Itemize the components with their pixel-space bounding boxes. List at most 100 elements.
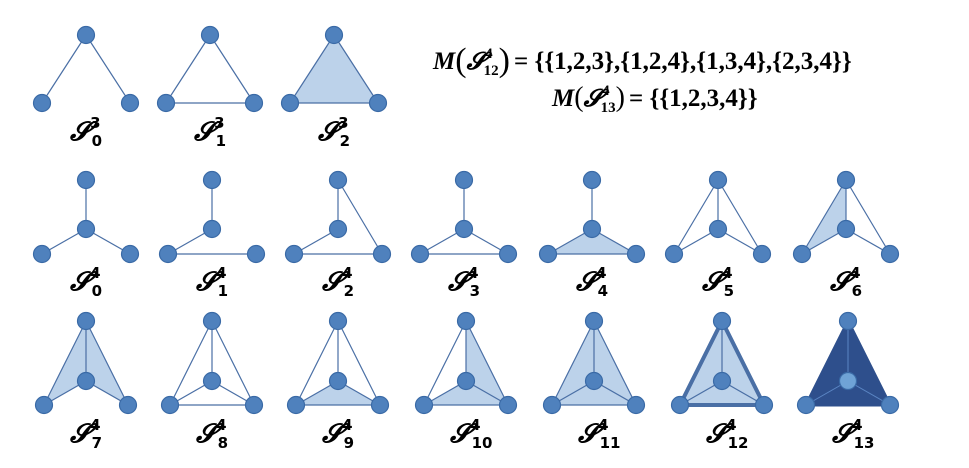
complex-S4_7 [34, 311, 138, 415]
complex-S4_2 [284, 170, 392, 264]
node-S4_3-3 [498, 244, 518, 264]
node-S4_2-3 [372, 244, 392, 264]
node-S4_2-1 [328, 170, 348, 190]
node-S3_1-2 [156, 93, 176, 113]
label-superscript: 4 [216, 416, 226, 434]
label-subscript: 1 [218, 282, 228, 300]
label-subscript: 11 [600, 434, 621, 452]
complex-S4_5 [664, 170, 772, 264]
complex-S4_6 [792, 170, 900, 264]
label-superscript: 4 [598, 416, 608, 434]
formula-1-subscript: 12 [484, 63, 499, 79]
node-S4_3-4 [454, 219, 474, 239]
label-superscript: 4 [726, 416, 736, 434]
node-S4_12-3 [754, 395, 774, 415]
edge-S3_0-0 [41, 34, 87, 104]
node-S4_1-3 [246, 244, 266, 264]
node-S4_5-2 [664, 244, 684, 264]
node-S4_5-3 [752, 244, 772, 264]
label-subscript: 10 [472, 434, 493, 452]
node-S4_13-4 [838, 371, 858, 391]
node-S4_5-4 [708, 219, 728, 239]
node-S3_2-2 [280, 93, 300, 113]
node-S4_6-1 [836, 170, 856, 190]
formula-1-operator: M [432, 48, 456, 75]
complex-S4_3 [410, 170, 518, 264]
node-S4_11-1 [584, 311, 604, 331]
node-S4_4-3 [626, 244, 646, 264]
node-S4_8-3 [244, 395, 264, 415]
formula-2-operator: M [551, 85, 575, 112]
node-S3_1-1 [200, 25, 220, 45]
node-S4_8-2 [160, 395, 180, 415]
complex-S4_1 [158, 170, 266, 264]
edge-S4_10-4 [465, 320, 509, 406]
formula-1-superscript: 4 [485, 46, 493, 62]
complex-S4_9 [286, 311, 390, 415]
formula-2-subscript: 13 [601, 100, 616, 116]
complex-S3_2 [280, 25, 388, 113]
node-S4_6-4 [836, 219, 856, 239]
edge-S4_9-4 [337, 320, 381, 406]
face-S4_9-0 [296, 381, 380, 405]
node-S4_5-1 [708, 170, 728, 190]
formula-2-superscript: 4 [602, 83, 610, 99]
node-S4_9-3 [370, 395, 390, 415]
edge-S3_1-0 [165, 34, 211, 104]
complex-S4_12 [670, 311, 774, 415]
label-superscript: 4 [90, 416, 100, 434]
node-S4_11-3 [626, 395, 646, 415]
node-S4_6-3 [880, 244, 900, 264]
node-S4_8-4 [202, 371, 222, 391]
label-superscript: 3 [338, 114, 348, 132]
node-S3_1-3 [244, 93, 264, 113]
label-superscript: 4 [90, 264, 100, 282]
node-S4_10-4 [456, 371, 476, 391]
edge-S4_6-3 [801, 179, 847, 255]
label-superscript: 3 [90, 114, 100, 132]
label-subscript: 4 [598, 282, 608, 300]
formula-2-rhs: = {{1,2,3,4}} [629, 85, 758, 112]
edge-S3_2-1 [333, 34, 379, 104]
node-S4_10-2 [414, 395, 434, 415]
label-subscript: 8 [218, 434, 228, 452]
label-superscript: 4 [342, 264, 352, 282]
node-S4_2-4 [328, 219, 348, 239]
node-S4_9-4 [328, 371, 348, 391]
node-S3_0-2 [32, 93, 52, 113]
label-subscript: 1 [216, 132, 226, 150]
node-S4_1-1 [202, 170, 222, 190]
node-S4_4-2 [538, 244, 558, 264]
node-S4_0-2 [32, 244, 52, 264]
formula-1-close-paren: ) [499, 42, 510, 79]
node-S4_8-1 [202, 311, 222, 331]
label-subscript: 3 [470, 282, 480, 300]
label-superscript: 4 [470, 416, 480, 434]
face-S3_2-0 [290, 35, 378, 103]
node-S4_4-1 [582, 170, 602, 190]
label-superscript: 4 [850, 264, 860, 282]
edge-S4_5-4 [717, 179, 763, 255]
node-S4_10-3 [498, 395, 518, 415]
node-S4_3-2 [410, 244, 430, 264]
label-subscript: 7 [92, 434, 102, 452]
node-S4_0-4 [76, 219, 96, 239]
edge-S4_5-3 [673, 179, 719, 255]
complex-S3_0 [32, 25, 140, 113]
node-S4_2-2 [284, 244, 304, 264]
node-S4_0-3 [120, 244, 140, 264]
edge-S4_8-4 [211, 320, 255, 406]
